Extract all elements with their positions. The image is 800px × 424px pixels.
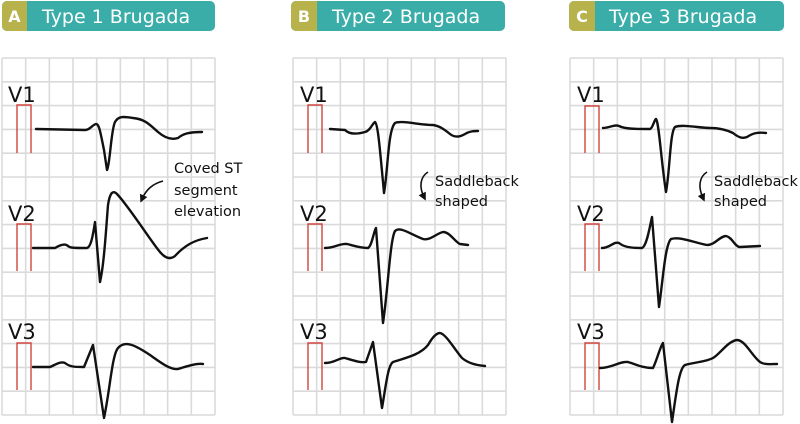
ecg-trace-v2: [323, 226, 470, 325]
lead-label-v2: V2: [300, 202, 328, 226]
lead-label-v1: V1: [300, 83, 328, 107]
ecg-trace-v1: [34, 115, 204, 172]
panel-letter: A: [8, 7, 21, 26]
annotation-line: Saddleback: [435, 174, 520, 190]
lead-label-v1: V1: [8, 83, 36, 107]
ecg-trace-v2: [600, 215, 762, 309]
panel-title: Type 3 Brugada: [608, 6, 757, 28]
ecg-trace-v3: [31, 342, 205, 420]
panel-a-header: A Type 1 Brugada: [2, 1, 215, 31]
ecg-trace-v1: [601, 117, 768, 194]
panel-title: Type 2 Brugada: [331, 6, 480, 28]
panel-title: Type 1 Brugada: [41, 6, 190, 28]
panel-letter: C: [576, 7, 588, 26]
arrow-icon: [418, 171, 429, 201]
calibration-pulse: [584, 105, 600, 153]
lead-label-v3: V3: [300, 320, 328, 344]
annotation-line: Coved ST: [174, 161, 243, 177]
arrow-icon: [697, 171, 708, 202]
arrow-icon: [139, 180, 164, 203]
panel-c: C Type 3 Brugada V1 V2 V3 Saddleback sha…: [569, 1, 799, 424]
panel-a: A Type 1 Brugada V1 V2 V3 Coved ST segme…: [1, 1, 243, 420]
panel-c-header: C Type 3 Brugada: [569, 1, 784, 31]
panel-b-header: B Type 2 Brugada: [291, 1, 505, 31]
annotation-line: elevation: [174, 204, 241, 220]
ecg-trace-v3: [598, 338, 779, 424]
annotation-line: shaped: [714, 194, 767, 210]
annotation-line: Saddleback: [714, 174, 799, 190]
ecg-grid: [1, 57, 216, 416]
lead-label-v3: V3: [577, 320, 605, 344]
ecg-trace-v2: [31, 191, 209, 284]
calibration-pulse: [307, 104, 323, 153]
ecg-trace-v1: [328, 120, 480, 195]
calibration-pulse: [584, 223, 600, 271]
calibration-pulse: [16, 342, 32, 390]
lead-label-v1: V1: [577, 83, 605, 107]
lead-label-v2: V2: [577, 202, 605, 226]
panel-b: B Type 2 Brugada V1 V2 V3 Saddleback sha…: [291, 1, 520, 416]
lead-label-v3: V3: [8, 320, 36, 344]
calibration-pulse: [16, 104, 32, 153]
panel-letter: B: [298, 7, 310, 26]
ecg-trace-v3: [323, 331, 487, 410]
calibration-pulse: [307, 223, 323, 271]
calibration-pulse: [16, 223, 32, 271]
ecg-grid: [569, 57, 784, 416]
annotation-line: segment: [174, 183, 238, 199]
calibration-pulse: [584, 342, 600, 390]
ecg-grid: [292, 57, 507, 416]
lead-label-v2: V2: [8, 202, 36, 226]
calibration-pulse: [307, 342, 323, 390]
annotation-line: shaped: [435, 194, 488, 210]
